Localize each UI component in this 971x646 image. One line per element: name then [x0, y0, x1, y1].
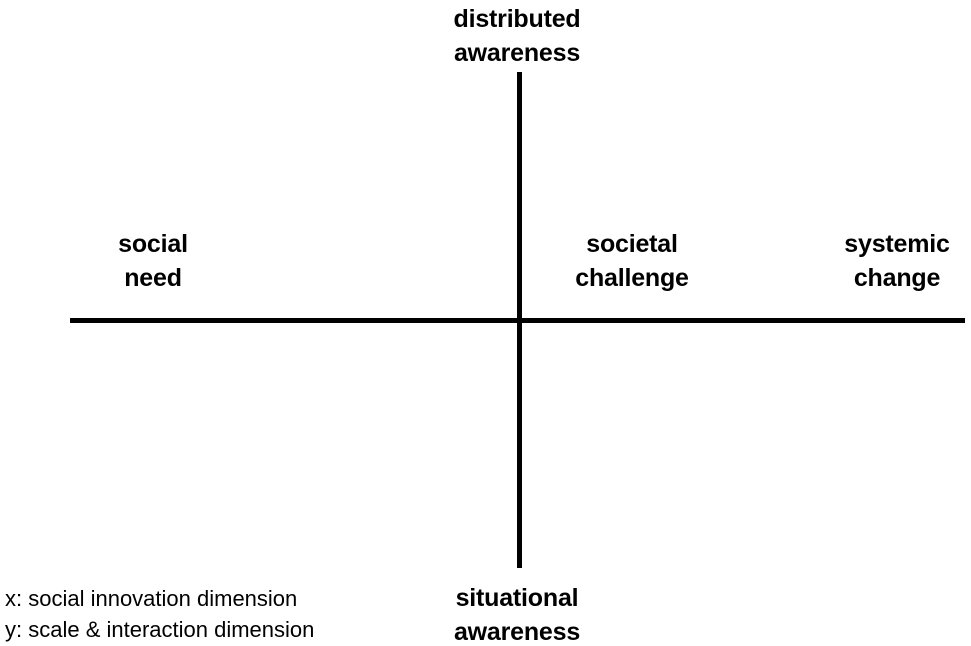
y-axis-bottom-label-line2: awareness: [453, 618, 581, 646]
y-axis-top-label-line2: awareness: [453, 39, 581, 67]
x-axis-stage-social-need-line2: need: [124, 264, 182, 292]
x-axis-stage-systemic-change-line1: systemic: [844, 230, 950, 258]
x-axis-stage-systemic-change-line2: change: [853, 264, 941, 292]
y-axis-top-label: distributed awareness: [454, 2, 581, 70]
legend-y-dimension: y: scale & interaction dimension: [5, 617, 315, 642]
x-axis-stage-systemic-change: systemic change: [844, 227, 950, 295]
y-axis-bottom-label: situational awareness: [454, 581, 580, 646]
x-axis-stage-societal-challenge-line2: challenge: [575, 264, 689, 292]
x-axis-stage-societal-challenge: societal challenge: [575, 227, 689, 295]
x-axis-stage-societal-challenge-line1: societal: [586, 230, 678, 258]
y-axis-line: [517, 72, 522, 568]
y-axis-top-label-line1: distributed: [453, 5, 581, 33]
y-axis-bottom-label-line1: situational: [455, 584, 579, 612]
axis-legend: x: social innovation dimension y: scale …: [5, 583, 314, 645]
legend-x-dimension: x: social innovation dimension: [5, 586, 298, 611]
x-axis-stage-social-need-line1: social: [118, 230, 188, 258]
x-axis-stage-social-need: social need: [118, 227, 188, 295]
